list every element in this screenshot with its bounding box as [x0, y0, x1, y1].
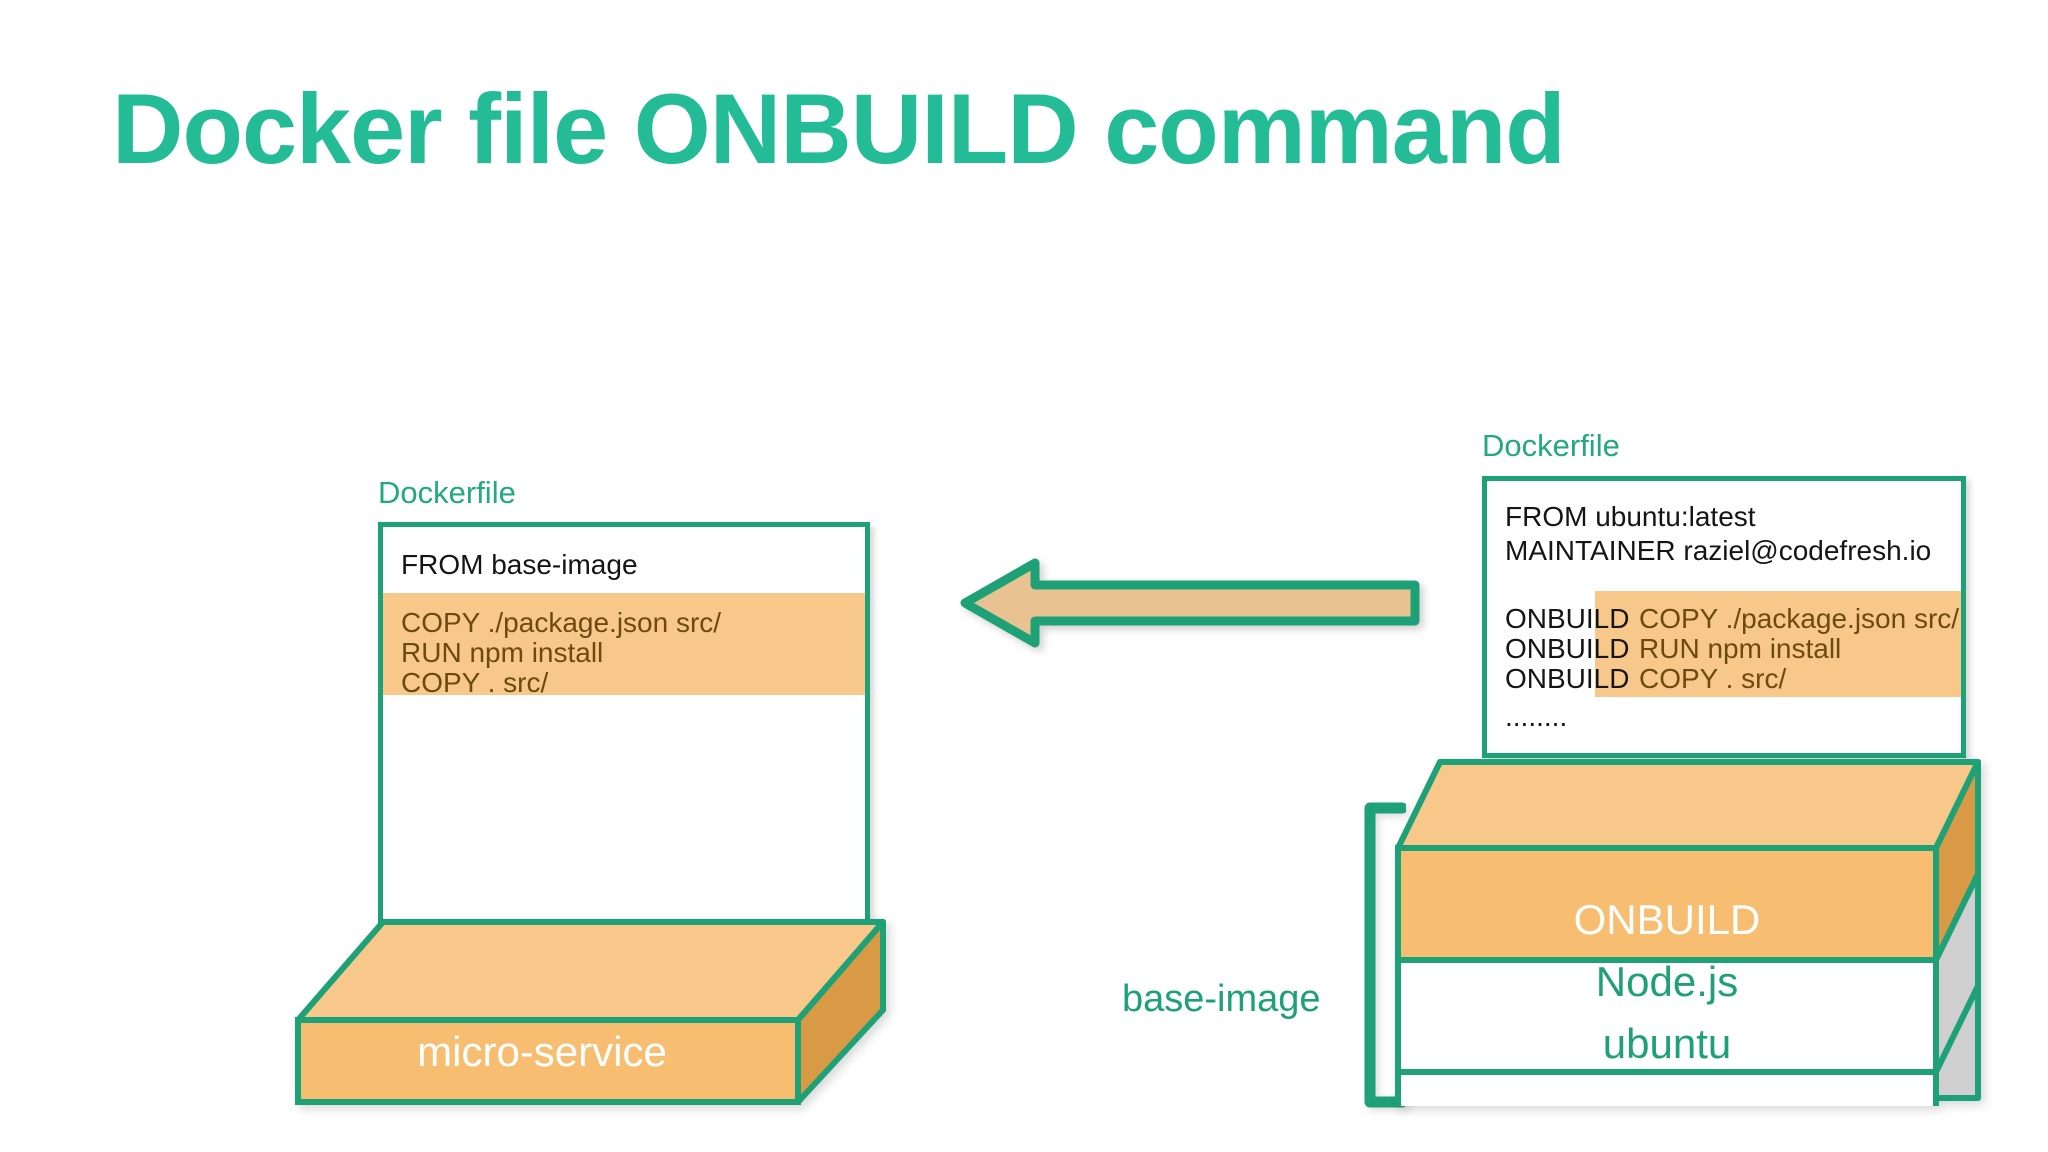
arrow-shape	[960, 558, 1420, 648]
left-pointing-arrow	[960, 558, 1420, 648]
right-onbuild-prefix-3: ONBUILD	[1505, 663, 1630, 694]
right-onbuild-command-run-npm-install: RUN npm install	[1639, 633, 1842, 664]
ubuntu-front-face	[1395, 1069, 1939, 1106]
right-onbuild-highlight-band	[1595, 591, 1961, 697]
right-dockerfile-panel: FROM ubuntu:latest MAINTAINER raziel@cod…	[1482, 476, 1966, 758]
micro-service-layer-label: micro-service	[417, 1028, 667, 1075]
onbuild-front-face	[1395, 845, 1939, 963]
right-code-line-ellipsis: ........	[1505, 701, 1568, 732]
right-code-line-maintainer: MAINTAINER raziel@codefresh.io	[1505, 535, 1932, 566]
right-onbuild-prefix-1: ONBUILD	[1505, 603, 1630, 634]
left-code-line-from: FROM base-image	[401, 549, 638, 580]
bracket-path	[1364, 802, 1406, 1108]
ubuntu-layer-label: ubuntu	[1602, 1020, 1732, 1067]
right-onbuild-prefix-2: ONBUILD	[1505, 633, 1630, 664]
right-image-stack	[1395, 759, 1981, 1106]
left-code-line-copy-src: COPY . src/	[401, 667, 549, 698]
right-dockerfile-label: Dockerfile	[1482, 428, 1620, 463]
onbuild-top-face	[1395, 759, 1981, 851]
right-onbuild-command-copy-src: COPY . src/	[1639, 663, 1787, 694]
right-code-line-from: FROM ubuntu:latest	[1505, 501, 1756, 532]
base-image-label: base-image	[1122, 978, 1321, 1020]
left-code-line-copy-package: COPY ./package.json src/	[401, 607, 722, 638]
onbuild-layer-label: ONBUILD	[1573, 896, 1761, 943]
left-dockerfile-panel: FROM base-image COPY ./package.json src/…	[378, 522, 870, 926]
left-onbuild-highlight-band	[383, 593, 865, 695]
base-image-bracket	[1364, 802, 1406, 1108]
nodejs-layer-label: Node.js	[1595, 958, 1739, 1005]
nodejs-front-face	[1395, 957, 1939, 1075]
right-onbuild-command-copy-package: COPY ./package.json src/	[1639, 603, 1960, 634]
left-image-stack	[295, 919, 886, 1105]
left-code-line-run-npm-install: RUN npm install	[401, 637, 604, 668]
page-title: Docker file ONBUILD command	[112, 73, 1566, 184]
micro-service-front-face	[295, 1017, 801, 1105]
micro-service-top-face	[295, 919, 886, 1023]
left-dockerfile-label: Dockerfile	[378, 475, 516, 510]
